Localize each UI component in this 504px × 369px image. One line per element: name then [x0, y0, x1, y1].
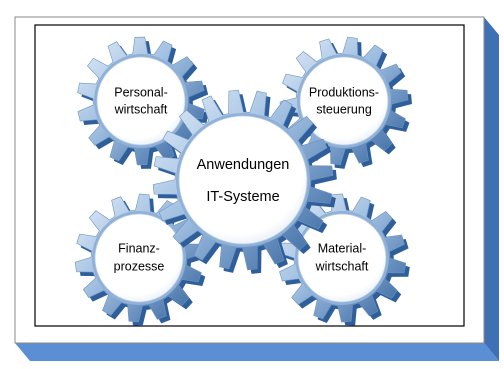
gear-anwendungen: [152, 89, 337, 274]
center-gear-label-line1: Anwendungen: [197, 157, 290, 173]
center-gear-label-line2: IT-Systeme: [206, 189, 279, 205]
gear-finanzprozesse: [74, 193, 207, 326]
gear-anwendungen-face: [178, 115, 308, 245]
gear-personalwirtschaft-face: [96, 56, 186, 146]
personal-gear-label-line2: wirtschaft: [114, 102, 168, 116]
gear-materialwirtschaft-face: [297, 213, 387, 303]
box-shadow-right: [484, 17, 499, 361]
gear-finanzprozesse-face: [94, 213, 184, 303]
personal-gear-label-line1: Personal-: [114, 85, 168, 99]
gear-produktionssteuerung-face: [299, 56, 389, 146]
material-gear-label-line1: Material-: [318, 241, 367, 255]
gears-layer: [74, 36, 412, 326]
produktion-gear-label-line1: Produktions-: [309, 85, 379, 99]
finanz-gear-label-line1: Finanz-: [118, 241, 160, 255]
finanz-gear-label-line2: prozesse: [114, 259, 165, 273]
produktion-gear-label-line2: steuerung: [316, 102, 372, 116]
box-shadow-bottom: [15, 343, 499, 361]
diagram-frame: [34, 24, 465, 327]
material-gear-label-line2: wirtschaft: [315, 259, 369, 273]
